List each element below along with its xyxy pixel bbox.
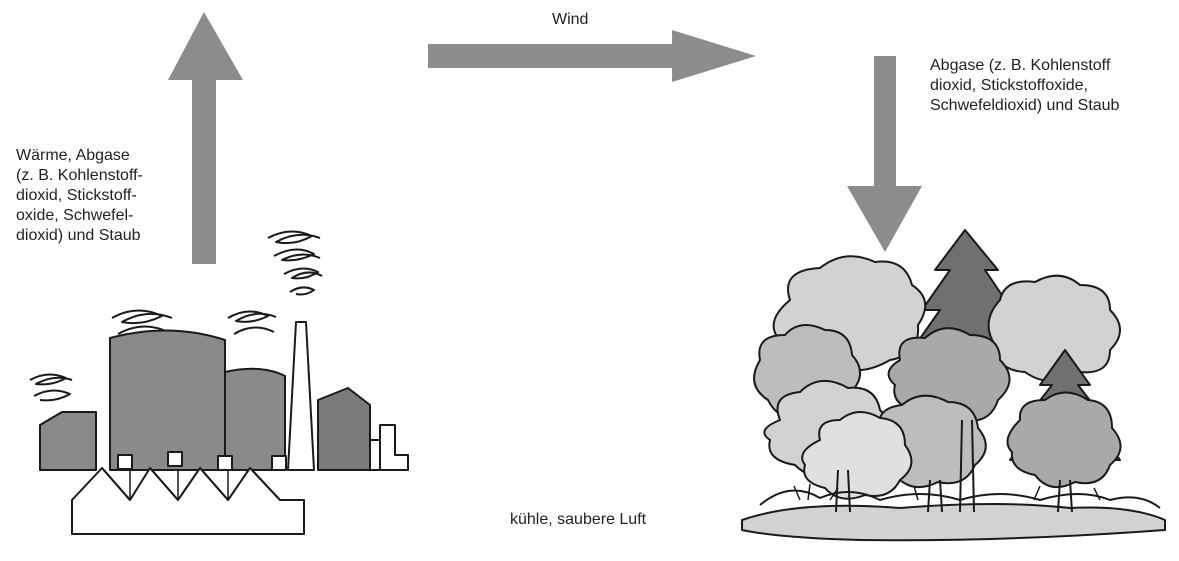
forest-emissions-label: Abgase (z. B. Kohlenstoff dioxid, Sticks… [930,56,1119,116]
wind-label: Wind [552,10,588,30]
up-arrow [168,12,243,264]
factory-icon [30,231,408,534]
forest-icon [742,230,1165,540]
clean-air-label: kühle, saubere Luft [510,510,646,530]
wind-arrow [428,30,756,82]
factory-emissions-label: Wärme, Abgase (z. B. Kohlenstoff- dioxid… [16,146,143,246]
down-arrow [847,56,922,252]
